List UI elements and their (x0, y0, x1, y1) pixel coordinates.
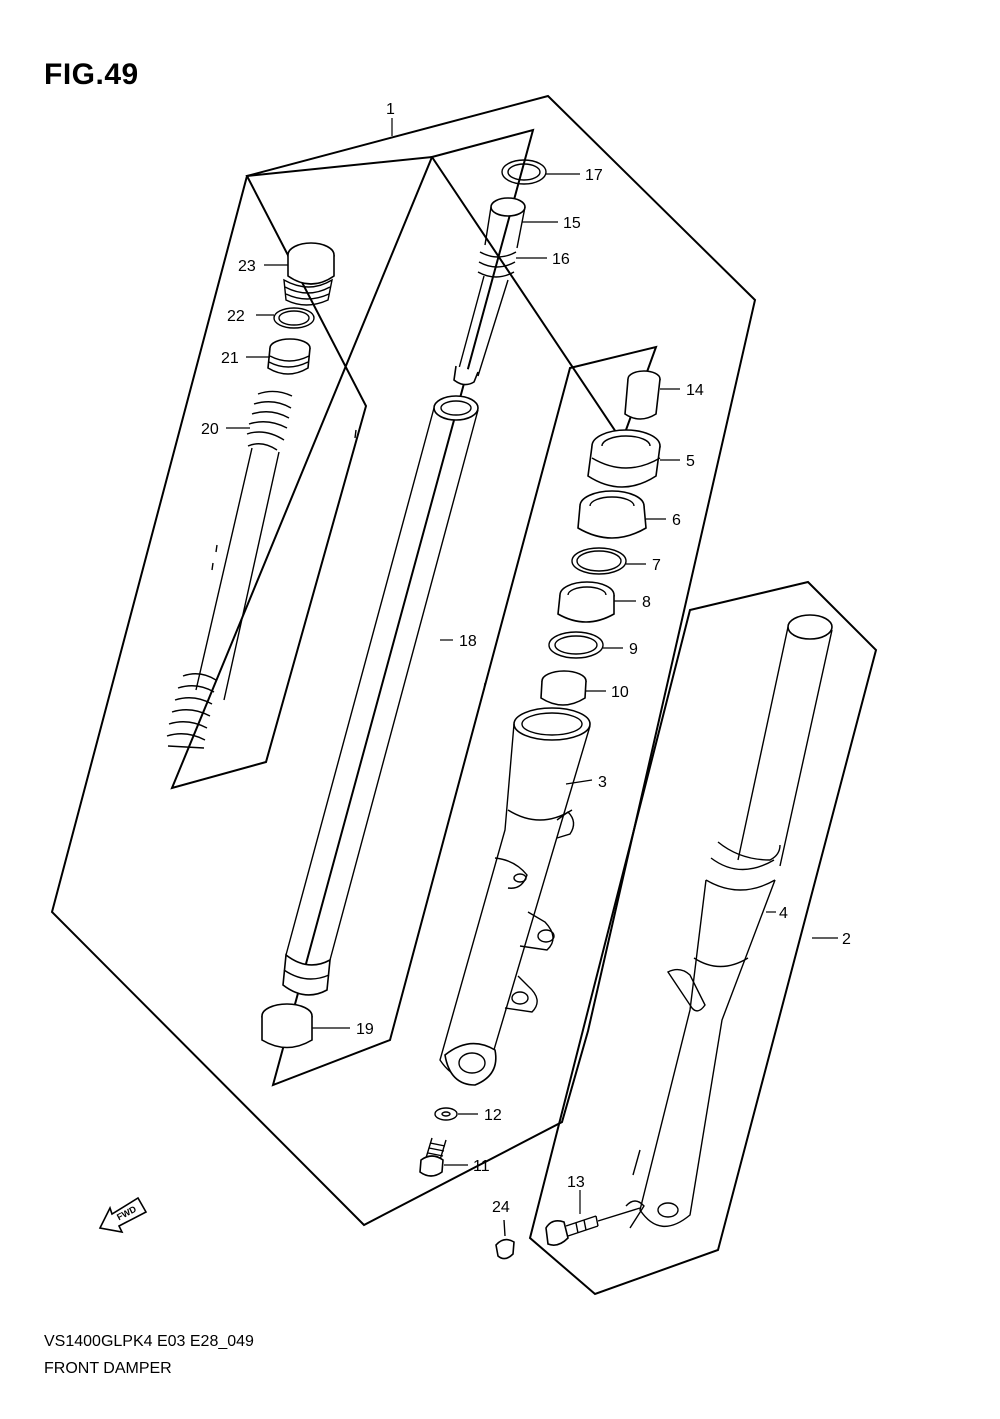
fwd-arrow-icon: FWD (98, 1196, 148, 1234)
part-11-bolt (419, 1137, 447, 1177)
figure-name: FRONT DAMPER (44, 1360, 172, 1377)
callout-3: 3 (598, 774, 607, 791)
callout-2: 2 (842, 931, 851, 948)
callout-4: 4 (779, 905, 788, 922)
part-22-o-ring (273, 307, 315, 329)
callout-14: 14 (686, 382, 704, 399)
callout-12: 12 (484, 1107, 502, 1124)
part-14-spacer (624, 370, 661, 420)
part-12-washer (434, 1107, 458, 1121)
callout-15: 15 (563, 215, 581, 232)
part-19-bushing (261, 1003, 313, 1049)
callout-labels: 1 2 3 4 5 6 7 8 9 10 11 12 13 14 15 16 1… (201, 101, 851, 1216)
part-17-ring (501, 159, 547, 185)
callout-13: 13 (567, 1174, 585, 1191)
leader-lines (226, 118, 838, 1214)
part-4-outer-assembly (625, 614, 833, 1229)
callout-5: 5 (686, 453, 695, 470)
part-5-dust-seal (587, 429, 661, 488)
part-20-fork-spring (166, 390, 357, 749)
part-10-bushing (540, 670, 587, 706)
outline-spring-group (170, 155, 434, 790)
outline-inner-tube-group (271, 128, 658, 1087)
part-24-cap (495, 1219, 515, 1260)
outline-assembly-2 (528, 580, 878, 1296)
part-3-outer-tube (439, 707, 591, 1086)
part-8-bushing (557, 581, 615, 623)
callout-23: 23 (238, 258, 256, 275)
callout-16: 16 (552, 251, 570, 268)
part-23-cap-bolt (283, 242, 335, 306)
part-18-inner-tube (282, 395, 486, 996)
callout-6: 6 (672, 512, 681, 529)
callout-7: 7 (652, 557, 661, 574)
callout-18: 18 (459, 633, 477, 650)
figure-title: FIG.49 (44, 58, 139, 91)
outline-assembly-1 (50, 94, 757, 1227)
part-21-spacer (267, 338, 311, 375)
callout-11: 11 (473, 1158, 490, 1175)
callout-8: 8 (642, 594, 651, 611)
callout-22: 22 (227, 308, 245, 325)
callout-24: 24 (492, 1199, 510, 1216)
part-7-clip (571, 547, 627, 575)
callout-1: 1 (386, 101, 395, 118)
callout-10: 10 (611, 684, 629, 701)
callout-17: 17 (585, 167, 603, 184)
part-15-damper-rod (453, 197, 526, 386)
callout-21: 21 (221, 350, 239, 367)
assembly-outlines (50, 94, 878, 1296)
model-code: VS1400GLPK4 E03 E28_049 (44, 1333, 254, 1350)
callout-19: 19 (356, 1021, 374, 1038)
part-13-bolt (545, 1207, 641, 1246)
part-6-oil-seal (577, 490, 647, 539)
callout-20: 20 (201, 421, 219, 438)
part-9-ring (548, 631, 604, 659)
callout-9: 9 (629, 641, 638, 658)
